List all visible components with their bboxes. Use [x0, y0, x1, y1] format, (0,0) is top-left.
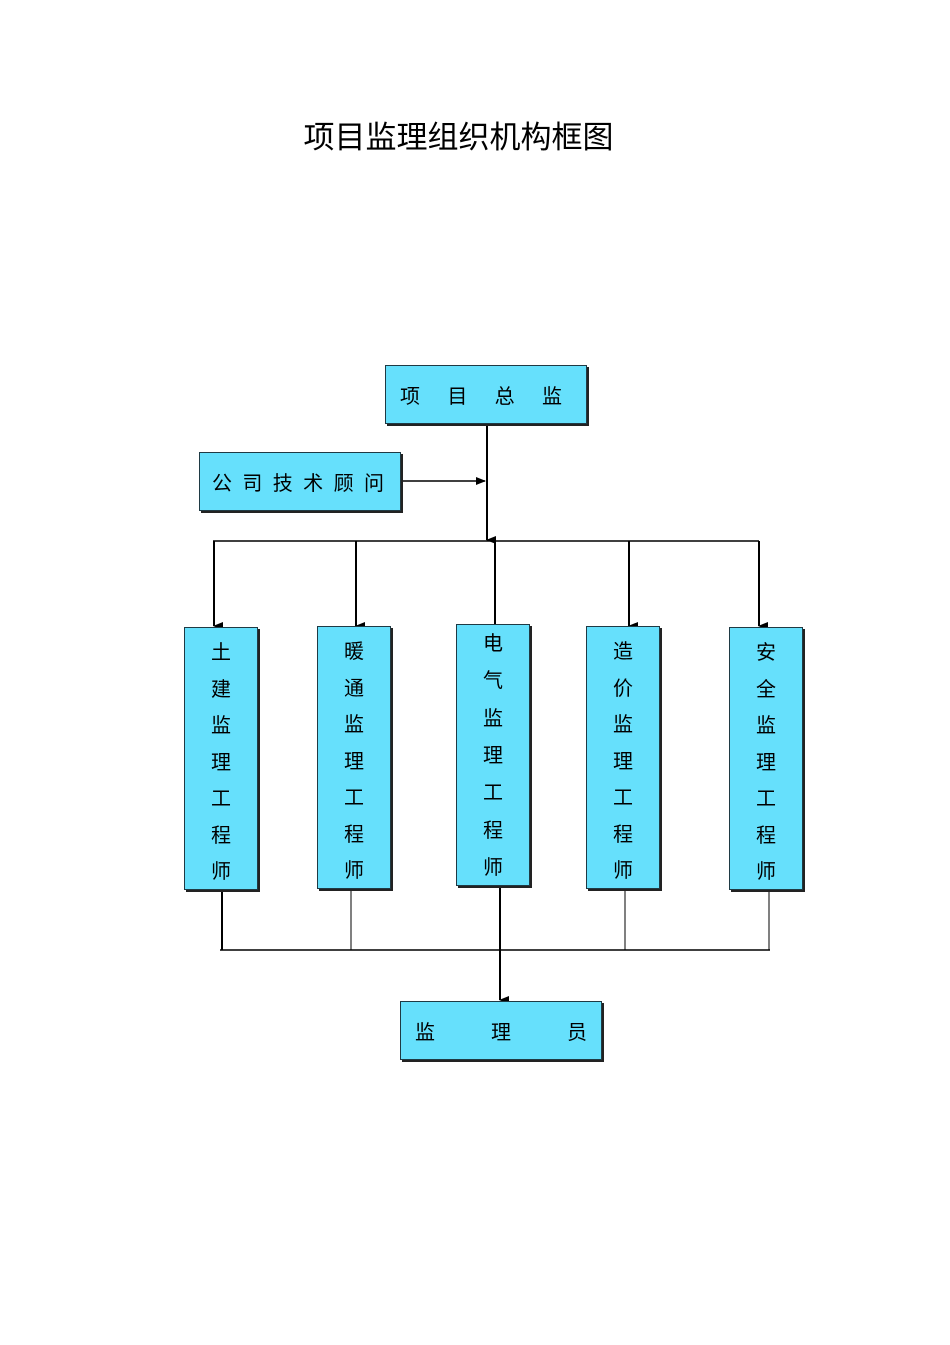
- node-engineer-civil: 土 建 监 理 工 程 师: [184, 627, 258, 890]
- node-engineer-char: 师: [211, 859, 231, 883]
- node-engineer-hvac: 暖 通 监 理 工 程 师: [317, 626, 391, 889]
- node-engineer-char: 程: [344, 821, 364, 846]
- node-engineer-char: 气: [483, 668, 503, 693]
- node-engineer-char: 理: [613, 748, 633, 773]
- node-engineer-char: 理: [344, 748, 364, 773]
- node-advisor: 公 司 技 术 顾 问: [199, 452, 401, 511]
- node-supervisor: 监 理 员: [400, 1001, 602, 1060]
- node-engineer-char: 全: [756, 676, 776, 701]
- node-engineer-char: 造: [613, 639, 633, 663]
- node-chief-char: 监: [541, 384, 562, 408]
- node-engineer-char: 师: [613, 858, 633, 882]
- node-engineer-char: 工: [211, 786, 231, 810]
- node-engineer-char: 电: [483, 631, 503, 655]
- node-engineer-char: 暖: [344, 639, 364, 663]
- node-advisor-char: 术: [303, 471, 324, 495]
- node-advisor-char: 司: [242, 471, 263, 495]
- node-engineer-char: 监: [344, 712, 364, 736]
- node-engineer-char: 程: [211, 822, 231, 847]
- node-engineer-char: 理: [211, 749, 231, 774]
- node-chief-char: 目: [447, 384, 468, 408]
- node-advisor-char: 问: [363, 471, 384, 495]
- node-engineer-char: 师: [344, 858, 364, 882]
- node-engineer-char: 程: [756, 822, 776, 847]
- node-advisor-char: 公: [212, 471, 232, 495]
- node-engineer-char: 理: [756, 749, 776, 774]
- node-supervisor-char: 理: [491, 1020, 511, 1044]
- node-engineer-cost: 造 价 监 理 工 程 师: [586, 626, 660, 889]
- node-engineer-char: 工: [756, 786, 776, 810]
- page-title: 项目监理组织机构框图: [303, 120, 614, 156]
- node-engineer-char: 师: [483, 854, 503, 879]
- node-engineer-char: 监: [756, 713, 776, 737]
- node-advisor-char: 技: [272, 471, 293, 495]
- node-chief-char: 项: [400, 384, 420, 408]
- node-chief: 项 目 总 监: [385, 365, 587, 424]
- node-engineer-char: 理: [483, 742, 503, 767]
- node-chief-char: 总: [494, 384, 515, 408]
- node-advisor-char: 顾: [333, 471, 354, 495]
- node-engineer-char: 师: [756, 859, 776, 883]
- node-engineer-char: 工: [613, 785, 633, 809]
- node-supervisor-char: 监: [415, 1020, 435, 1044]
- node-engineer-char: 程: [483, 817, 503, 842]
- node-supervisor-char: 员: [567, 1020, 587, 1044]
- node-engineer-char: 工: [344, 785, 364, 809]
- node-engineer-char: 土: [211, 640, 231, 664]
- node-engineer-char: 建: [211, 676, 231, 701]
- node-engineer-electrical: 电 气 监 理 工 程 师: [456, 624, 530, 886]
- node-engineer-safety: 安 全 监 理 工 程 师: [729, 627, 803, 890]
- node-engineer-char: 价: [613, 675, 633, 700]
- node-engineer-char: 程: [613, 821, 633, 846]
- node-engineer-char: 监: [483, 705, 503, 730]
- node-engineer-char: 监: [613, 712, 633, 736]
- node-engineer-char: 工: [483, 780, 503, 805]
- node-engineer-char: 安: [756, 640, 776, 664]
- node-engineer-char: 监: [211, 713, 231, 737]
- node-engineer-char: 通: [344, 675, 364, 700]
